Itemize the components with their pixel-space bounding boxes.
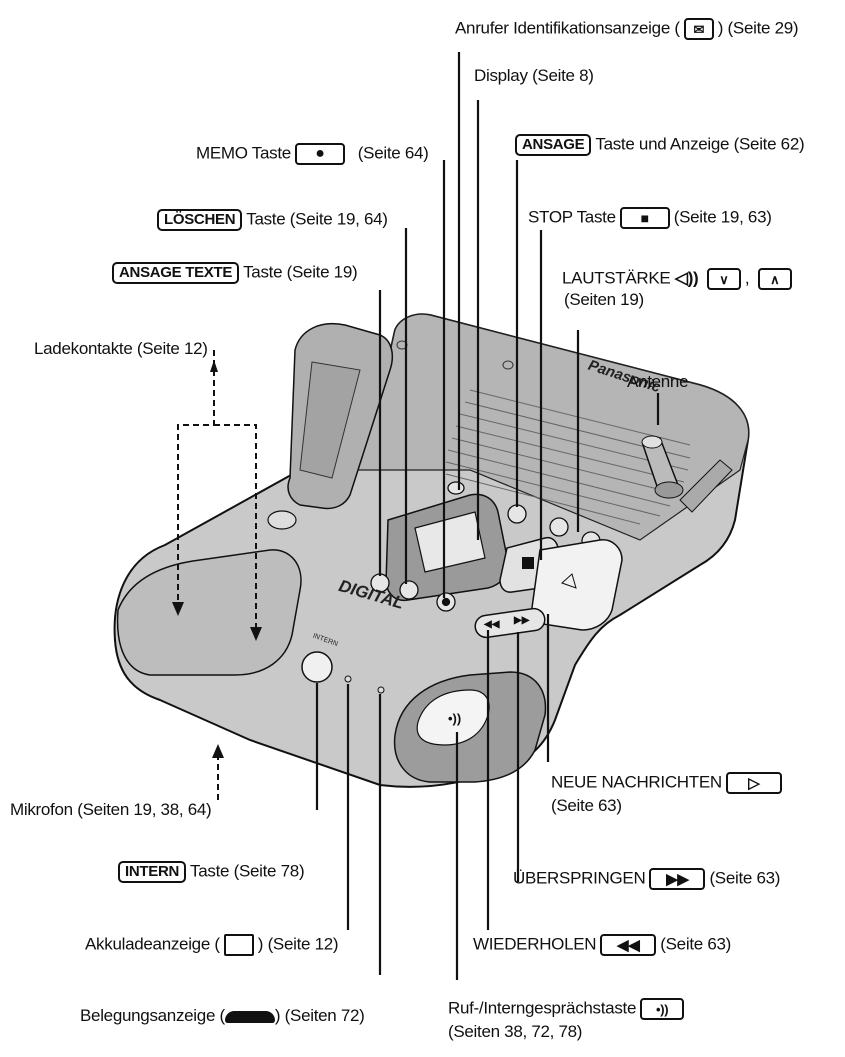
volume-down-icon: ∨ bbox=[706, 268, 741, 290]
ansage-texte-key: ANSAGE TEXTE bbox=[112, 262, 240, 284]
caller-id-page: ) (Seite 29) bbox=[717, 18, 799, 38]
battery-icon bbox=[223, 934, 254, 956]
akku-text: Akkuladeanzeige ( bbox=[85, 934, 220, 954]
wiederholen-label: WIEDERHOLEN◀◀(Seite 63) bbox=[473, 934, 731, 956]
antenne-label: Antenne bbox=[627, 372, 689, 391]
ruf-pages: (Seiten 38, 72, 78) bbox=[448, 1022, 583, 1041]
play-icon: ▷ bbox=[725, 772, 782, 794]
ansage-key: ANSAGE bbox=[515, 134, 592, 156]
envelope-icon: ✉ bbox=[683, 18, 714, 40]
stop-label: STOP Taste■(Seite 19, 63) bbox=[528, 207, 772, 229]
base-station: ◀◀ ▶▶ •)) Panasonic DIGITAL INTERN bbox=[113, 313, 750, 788]
ringer-icon: •)) bbox=[640, 998, 685, 1020]
belegung-label: Belegungsanzeige ( ) (Seiten 72) bbox=[80, 1006, 365, 1026]
ruf-label: Ruf-/Interngesprächstaste•)) bbox=[448, 998, 688, 1020]
caller-id-label: Anrufer Identifikationsanzeige (✉) (Seit… bbox=[455, 18, 799, 40]
neue-text: NEUE NACHRICHTEN bbox=[551, 772, 722, 792]
memo-page: (Seite 64) bbox=[357, 143, 429, 163]
caller-id-text: Anrufer Identifikationsanzeige ( bbox=[455, 18, 680, 38]
speaker-volume-icon: ◁)) bbox=[674, 268, 699, 288]
loeschen-text: Taste (Seite 19, 64) bbox=[246, 209, 388, 229]
memo-label: MEMO Taste● (Seite 64) bbox=[196, 143, 429, 165]
stop-text: STOP Taste bbox=[528, 207, 616, 227]
rewind-icon: ◀◀ bbox=[600, 934, 657, 956]
ueberspringen-text: ÜBERSPRINGEN bbox=[513, 868, 646, 888]
wiederholen-page: (Seite 63) bbox=[660, 934, 731, 954]
loeschen-key: LÖSCHEN bbox=[157, 209, 243, 231]
lautstaerke-label: LAUTSTÄRKE ◁)) ∨, ∧ bbox=[562, 268, 796, 290]
ueberspringen-label: ÜBERSPRINGEN▶▶(Seite 63) bbox=[513, 868, 780, 890]
ladekontakte-label: Ladekontakte (Seite 12) bbox=[34, 339, 208, 358]
leader-lines bbox=[315, 52, 660, 980]
lautstaerke-text: LAUTSTÄRKE bbox=[562, 268, 671, 288]
ueberspringen-page: (Seite 63) bbox=[709, 868, 781, 888]
intern-key: INTERN bbox=[118, 861, 187, 883]
wiederholen-text: WIEDERHOLEN bbox=[473, 934, 597, 954]
stop-icon: ■ bbox=[619, 207, 670, 229]
record-icon: ● bbox=[294, 143, 345, 165]
akku-page: ) (Seite 12) bbox=[257, 934, 339, 954]
mikrofon-label: Mikrofon (Seiten 19, 38, 64) bbox=[10, 800, 212, 819]
neue-page: (Seite 63) bbox=[551, 796, 622, 815]
display-label: Display (Seite 8) bbox=[474, 66, 594, 85]
skip-forward-icon: ▶▶ bbox=[649, 868, 706, 890]
belegung-text: Belegungsanzeige ( bbox=[80, 1006, 225, 1025]
lautstaerke-pages: (Seiten 19) bbox=[564, 290, 644, 309]
neue-nachrichten-label: NEUE NACHRICHTEN▷ bbox=[551, 772, 786, 794]
ansage-text: Taste und Anzeige (Seite 62) bbox=[595, 134, 805, 154]
stop-page: (Seite 19, 63) bbox=[673, 207, 772, 227]
ruf-text: Ruf-/Interngesprächstaste bbox=[448, 998, 637, 1018]
intern-text: Taste (Seite 78) bbox=[190, 861, 305, 881]
ansage-texte-text: Taste (Seite 19) bbox=[243, 262, 358, 282]
akku-label: Akkuladeanzeige ( ) (Seite 12) bbox=[85, 934, 339, 956]
handset-icon bbox=[224, 1010, 275, 1023]
svg-text:▶▶: ▶▶ bbox=[513, 615, 531, 626]
svg-text:◀◀: ◀◀ bbox=[483, 619, 500, 630]
belegung-page: ) (Seiten 72) bbox=[274, 1006, 365, 1025]
arrowheads bbox=[172, 360, 262, 758]
dashed-lines bbox=[177, 350, 257, 800]
memo-text: MEMO Taste bbox=[196, 143, 291, 163]
svg-text:•)): •)) bbox=[448, 711, 461, 726]
volume-up-icon: ∧ bbox=[757, 268, 792, 290]
